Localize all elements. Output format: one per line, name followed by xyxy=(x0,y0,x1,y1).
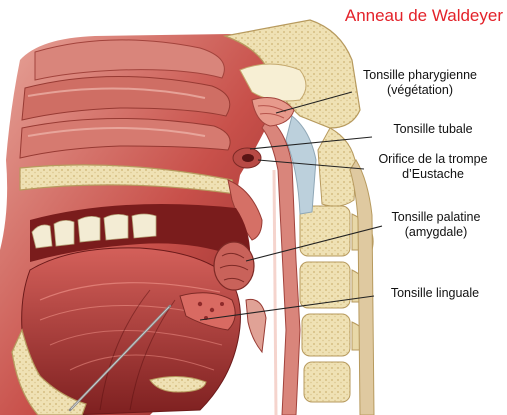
label-pharyngeal-line1: Tonsille pharygienne xyxy=(340,68,500,83)
label-eustachian-line2: d’Eustache xyxy=(360,167,506,182)
label-palatine-line1: Tonsille palatine xyxy=(376,210,496,225)
label-pharyngeal-line2: (végétation) xyxy=(340,83,500,98)
label-eustachian-orifice: Orifice de la trompe d’Eustache xyxy=(360,152,506,182)
label-lingual-tonsil: Tonsille linguale xyxy=(370,286,500,301)
label-tubal-line1: Tonsille tubale xyxy=(368,122,498,137)
palatine-tonsil xyxy=(214,242,254,290)
label-lingual-line1: Tonsille linguale xyxy=(370,286,500,301)
nasal-turbinates xyxy=(20,40,230,158)
figure-title: Anneau de Waldeyer xyxy=(318,6,503,26)
label-palatine-tonsil: Tonsille palatine (amygdale) xyxy=(376,210,496,240)
label-eustachian-line1: Orifice de la trompe xyxy=(360,152,506,167)
label-tubal-tonsil: Tonsille tubale xyxy=(368,122,498,137)
epiglottis xyxy=(246,299,266,352)
label-pharyngeal-tonsil: Tonsille pharygienne (végétation) xyxy=(340,68,500,98)
label-palatine-line2: (amygdale) xyxy=(376,225,496,240)
